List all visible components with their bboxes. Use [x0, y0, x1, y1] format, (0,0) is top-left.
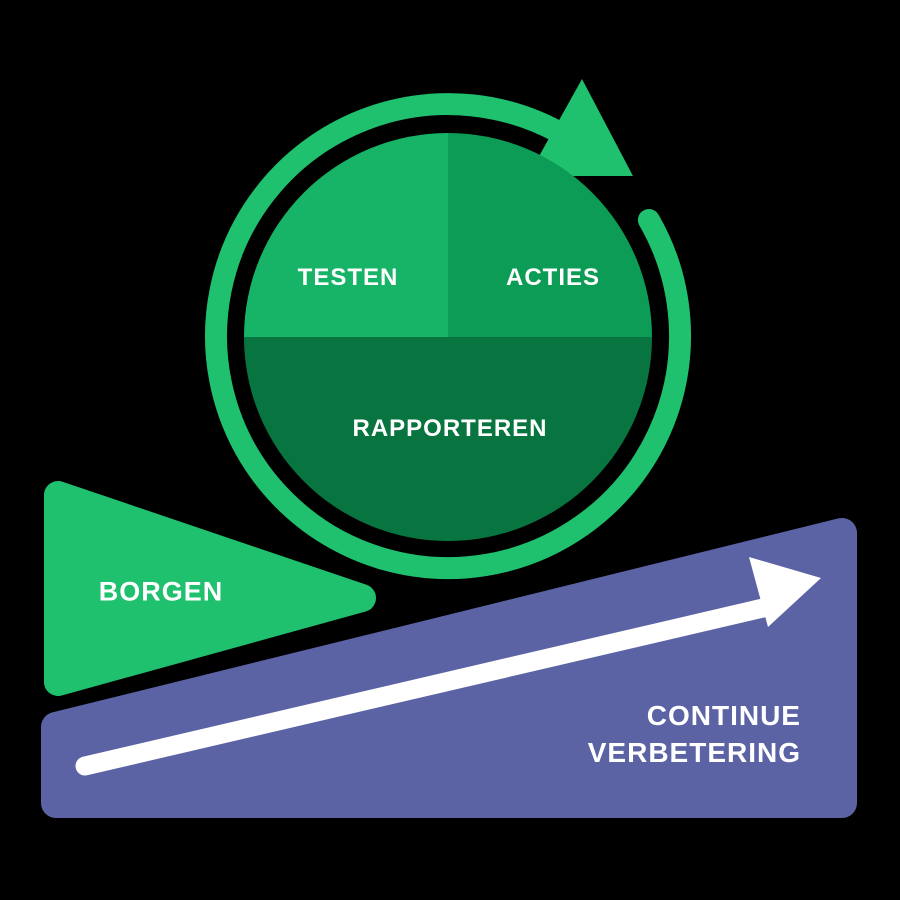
ramp-label-line2: VERBETERING: [587, 737, 801, 768]
borgen-wedge-shape: [44, 481, 376, 696]
improvement-arrow-shaft: [75, 598, 773, 776]
borgen-label: BORGEN: [98, 576, 224, 607]
ramp-label: CONTINUE VERBETERING: [588, 697, 801, 771]
ramp-label-line1: CONTINUE: [646, 700, 801, 731]
segment-label-acties: ACTIES: [505, 264, 601, 291]
segment-acties-shape: [448, 133, 652, 337]
segment-testen-shape: [244, 133, 448, 337]
cycle-ring-arrow: [205, 93, 691, 580]
segment-label-testen: TESTEN: [297, 264, 399, 291]
improvement-arrowhead-icon: [749, 557, 821, 627]
cycle-arrowhead-icon: [528, 79, 633, 176]
segment-rapporteren-shape: [244, 337, 652, 541]
segment-label-rapporteren: RAPPORTEREN: [352, 415, 548, 442]
